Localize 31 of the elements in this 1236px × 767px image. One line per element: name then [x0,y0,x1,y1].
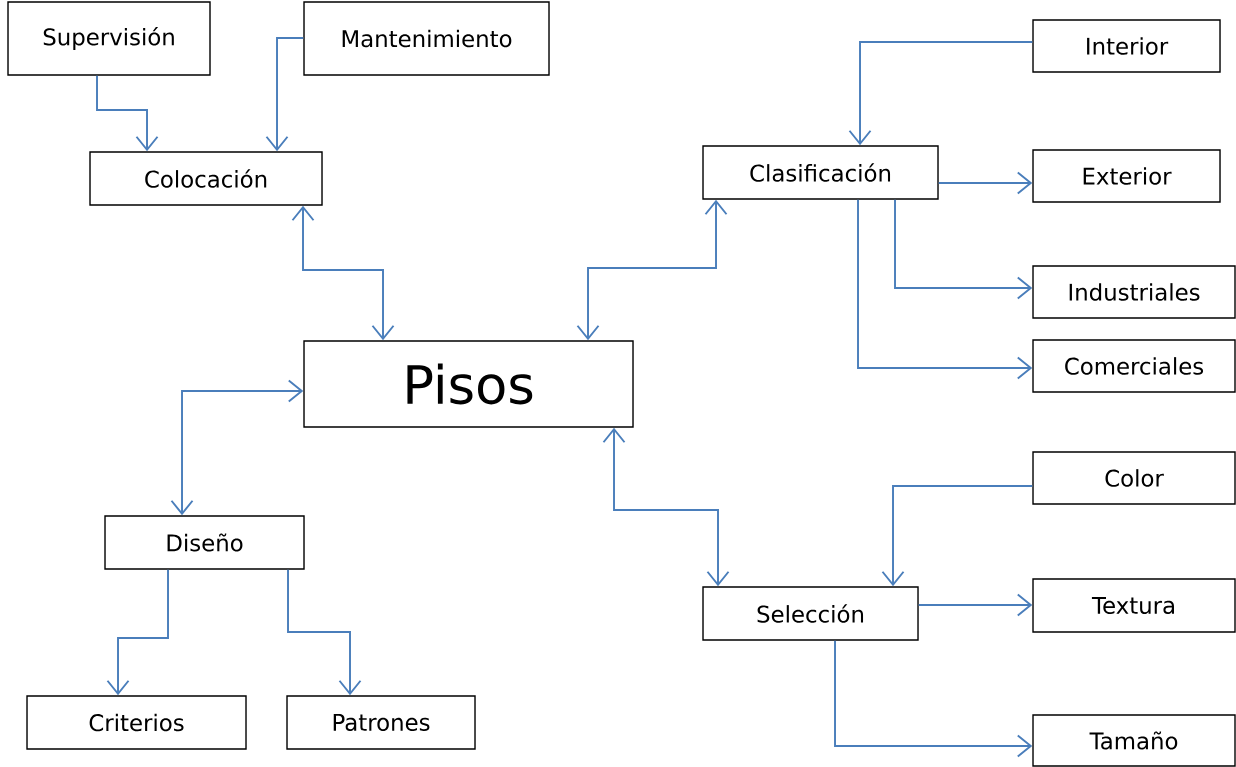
concept-box: Interior [1032,19,1221,73]
concept-box: Diseño [104,515,305,570]
concept-box: Clasificación [702,145,939,200]
arrow [291,205,395,341]
concept-box: Exterior [1032,149,1221,203]
main-concept-box: Pisos [303,340,634,428]
arrow [576,199,728,341]
arrow [170,379,304,516]
arrow [106,568,169,696]
concept-box: Comerciales [1032,339,1236,393]
concept-box: Textura [1032,578,1236,633]
arrow [834,639,1033,758]
arrow [96,74,159,152]
concept-box: Tamaño [1032,714,1236,767]
concept-box: Mantenimiento [303,1,550,76]
arrow [894,198,1033,300]
arrow [917,593,1033,617]
concept-box: Colocación [89,151,323,206]
concept-box: Patrones [286,695,476,750]
arrow [857,198,1033,380]
concept-box: Criterios [26,695,247,750]
arrow [848,41,1034,146]
arrow [881,485,1034,587]
concept-box: Color [1032,451,1236,505]
arrow [602,427,730,587]
arrow [937,171,1033,195]
concept-box: Selección [702,586,919,641]
concept-box: Supervisión [7,1,211,76]
concept-box: Industriales [1032,265,1236,319]
arrow [265,37,305,152]
arrow [287,568,362,696]
